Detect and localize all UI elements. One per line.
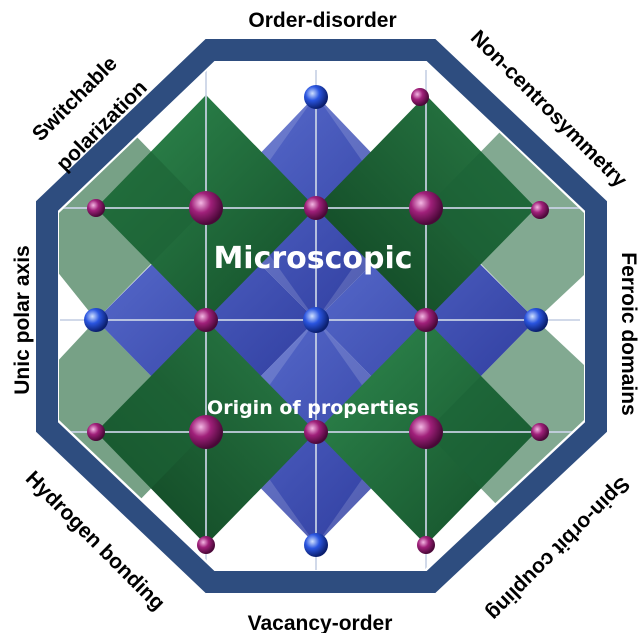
- label-unic-polar-axis: Unic polar axis: [11, 245, 34, 395]
- magenta-atom-partial: [531, 201, 549, 219]
- center-title: Microscopic: [213, 241, 412, 276]
- label-ferroic-domains: Ferroic domains: [617, 252, 639, 415]
- magenta-atom-partial: [197, 536, 215, 554]
- magenta-atom-small: [304, 196, 328, 220]
- blue-atom-center: [303, 307, 329, 333]
- magenta-atom-partial: [87, 423, 105, 441]
- blue-atom: [304, 85, 328, 109]
- blue-atom: [304, 533, 328, 557]
- magenta-atom-small: [194, 308, 218, 332]
- magenta-atom: [189, 415, 223, 449]
- label-order-disorder: Order-disorder: [248, 9, 396, 32]
- magenta-atom-small: [304, 420, 328, 444]
- magenta-atom-partial: [531, 423, 549, 441]
- magenta-atom-partial: [87, 199, 105, 217]
- magenta-atom: [409, 191, 443, 225]
- label-vacancy-order: Vacancy-order: [248, 612, 393, 633]
- magenta-atom-partial: [411, 88, 429, 106]
- octagon-frame: [36, 39, 607, 593]
- magenta-atom: [189, 191, 223, 225]
- blue-atom: [84, 308, 108, 332]
- atoms: [84, 85, 549, 557]
- magenta-atom-small: [414, 308, 438, 332]
- blue-atom: [524, 308, 548, 332]
- magenta-atom-partial: [417, 536, 435, 554]
- magenta-atom: [409, 415, 443, 449]
- label-spin-orbit-coupling: Spin-orbit coupling: [482, 472, 634, 625]
- center-subtitle: Origin of properties: [207, 397, 419, 419]
